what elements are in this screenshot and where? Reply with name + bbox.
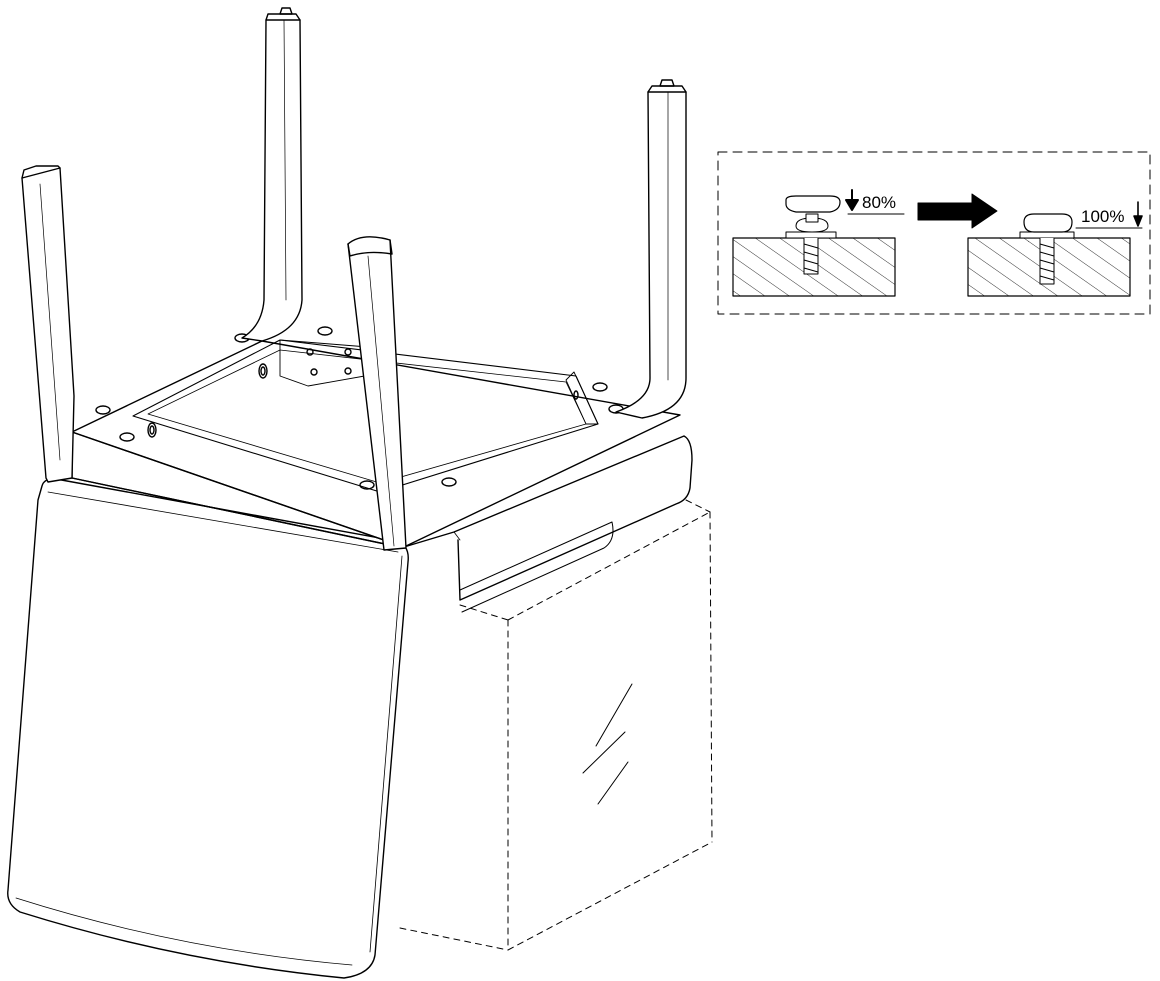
chair-backrest [7,478,409,979]
percent-label-after: 100% [1081,207,1124,226]
leg-back-left [241,7,303,342]
detail-before [732,195,905,297]
support-box-dashed [399,499,713,951]
detail-after [967,213,1143,297]
leg-front-right [347,236,407,551]
arrow-down-icon [1133,201,1143,227]
detail-inset [717,151,1151,315]
percent-label-before: 80% [862,193,896,212]
transition-arrow-icon [917,193,998,229]
arrow-down-icon [845,189,859,211]
leg-back-right [615,79,687,419]
glass-reflection-marks [582,683,633,805]
leg-front-left [21,165,75,483]
